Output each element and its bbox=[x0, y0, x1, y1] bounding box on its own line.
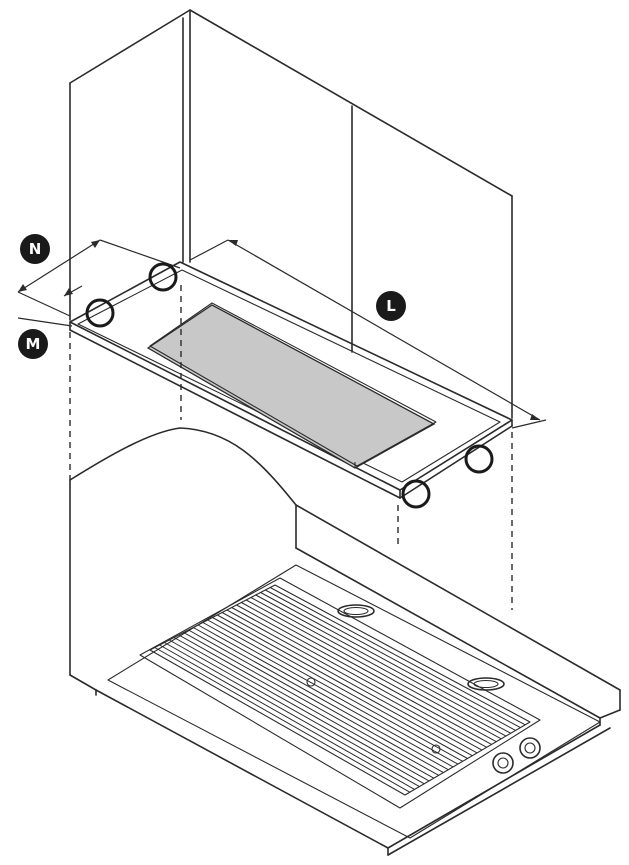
mounting-points bbox=[85, 262, 494, 509]
baffle-rib bbox=[231, 607, 487, 748]
range-hood bbox=[69, 427, 621, 856]
control-knob-left bbox=[492, 752, 514, 774]
baffle-rib bbox=[260, 592, 516, 731]
baffle-rib bbox=[212, 617, 468, 759]
baffle-rib bbox=[221, 612, 478, 754]
baffle-rib bbox=[164, 642, 420, 788]
baffle-rib bbox=[197, 624, 454, 768]
baffle-rib bbox=[217, 614, 473, 757]
baffle-filters bbox=[154, 587, 526, 793]
hood-light-right bbox=[467, 677, 505, 691]
baffle-rib bbox=[154, 647, 411, 793]
callout-n-label: N bbox=[29, 240, 42, 258]
control-knobs bbox=[492, 737, 541, 774]
filter-handles bbox=[306, 677, 441, 754]
dimension-m bbox=[17, 285, 83, 327]
duct-opening bbox=[146, 302, 437, 469]
callout-n-circle-icon bbox=[20, 234, 50, 264]
baffle-rib bbox=[178, 634, 435, 779]
hood-light-left bbox=[337, 604, 375, 618]
baffle-rib bbox=[159, 644, 415, 790]
hood-lights bbox=[337, 604, 505, 691]
callout-m-circle-icon bbox=[18, 329, 48, 359]
mount-point-back-right bbox=[464, 444, 494, 474]
baffle-rib bbox=[269, 587, 526, 726]
baffle-rib bbox=[188, 629, 444, 773]
baffle-rib bbox=[183, 632, 439, 776]
baffle-rib bbox=[226, 609, 483, 751]
mount-point-back-left bbox=[148, 262, 178, 292]
mount-point-front-right bbox=[401, 479, 431, 509]
baffle-rib bbox=[236, 604, 492, 745]
baffle-rib bbox=[168, 639, 425, 785]
baffle-rib bbox=[202, 622, 459, 765]
mount-point-front-left bbox=[85, 298, 115, 328]
baffle-rib bbox=[265, 589, 521, 729]
callout-m-label: M bbox=[26, 335, 41, 353]
baffle-rib bbox=[241, 602, 497, 743]
projection-lines bbox=[69, 285, 513, 610]
callout-m: M bbox=[18, 329, 48, 359]
baffle-rib bbox=[193, 627, 449, 771]
callout-l: L bbox=[376, 291, 406, 321]
control-knob-right bbox=[519, 737, 541, 759]
baffle-rib bbox=[207, 619, 463, 762]
upper-cabinets bbox=[69, 9, 513, 419]
baffle-rib bbox=[173, 637, 430, 782]
callout-l-label: L bbox=[386, 297, 396, 315]
callout-n: N bbox=[20, 234, 50, 264]
baffle-rib bbox=[255, 594, 512, 734]
baffle-rib bbox=[245, 599, 502, 740]
dimension-l bbox=[189, 239, 547, 429]
baffle-rib bbox=[250, 597, 507, 737]
callout-l-circle-icon bbox=[376, 291, 406, 321]
